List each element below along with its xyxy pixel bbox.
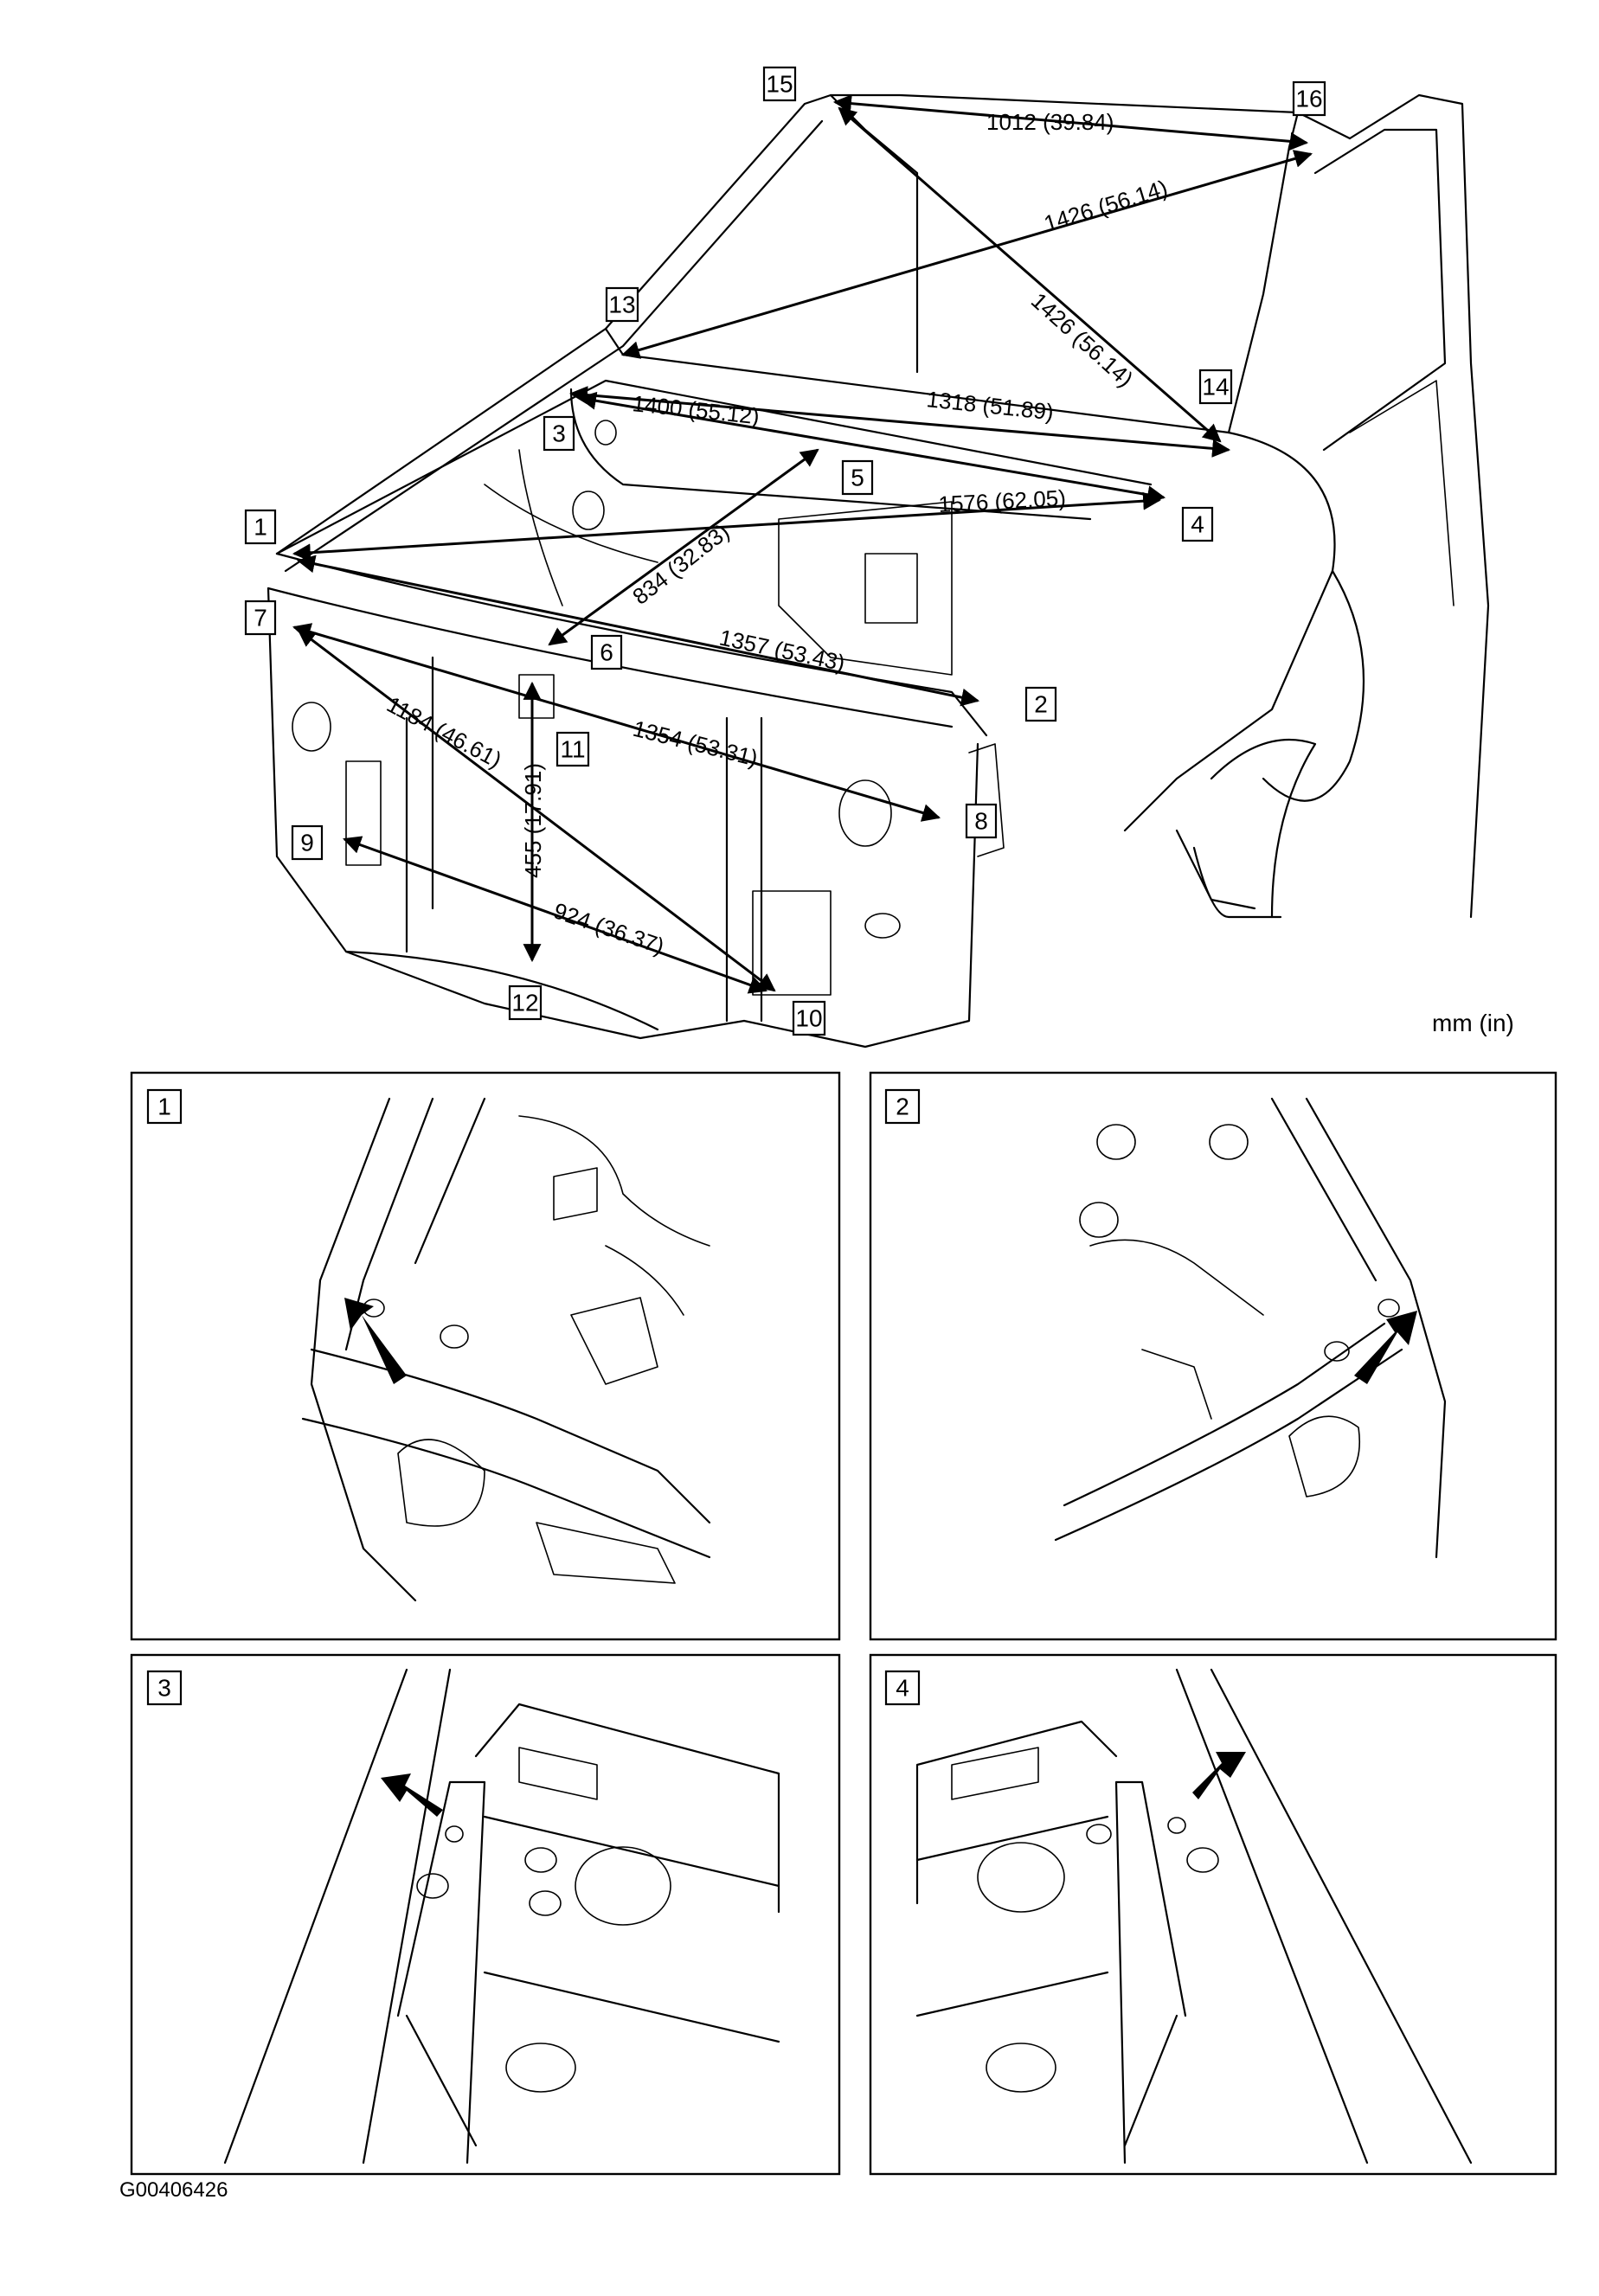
detail-panel-3-number: 3 bbox=[157, 1675, 171, 1702]
dim-7-8: 1354 (53.31) bbox=[631, 715, 761, 772]
dim-1-2: 1357 (53.43) bbox=[717, 625, 847, 677]
detail-panel-2-number: 2 bbox=[896, 1093, 909, 1120]
dim-9-10: 924 (36.37) bbox=[550, 897, 668, 959]
callout-4: 4 bbox=[1181, 506, 1214, 542]
detail-panel-2: 2 bbox=[869, 1071, 1557, 1641]
svg-text:1: 1 bbox=[254, 514, 267, 541]
dimension-labels: 1012 (39.84) 1426 (56.14) 1426 (56.14) 1… bbox=[382, 109, 1171, 959]
measurement-lines bbox=[292, 94, 1313, 994]
svg-text:16: 16 bbox=[1295, 86, 1322, 112]
callout-12: 12 bbox=[508, 984, 543, 1021]
svg-text:4: 4 bbox=[1191, 511, 1204, 538]
dim-15-14: 1426 (56.14) bbox=[1026, 287, 1139, 392]
svg-text:8: 8 bbox=[974, 808, 988, 835]
svg-text:9: 9 bbox=[300, 830, 314, 856]
vehicle-front-body-drawing bbox=[266, 93, 1490, 1049]
svg-text:15: 15 bbox=[766, 71, 793, 98]
callout-3: 3 bbox=[543, 415, 575, 452]
svg-text:13: 13 bbox=[608, 292, 635, 318]
svg-text:12: 12 bbox=[511, 990, 538, 1017]
dim-11-12: 455 (17.91) bbox=[520, 763, 546, 878]
callout-15: 15 bbox=[762, 66, 797, 102]
unit-label: mm (in) bbox=[1432, 1010, 1514, 1036]
svg-text:5: 5 bbox=[851, 465, 864, 491]
svg-text:2: 2 bbox=[1034, 691, 1048, 718]
callout-7: 7 bbox=[244, 600, 277, 636]
dim-15-16: 1012 (39.84) bbox=[986, 109, 1114, 135]
svg-text:10: 10 bbox=[795, 1005, 822, 1032]
callout-6: 6 bbox=[590, 634, 623, 670]
figure-code: G00406426 bbox=[119, 2178, 228, 2202]
svg-text:3: 3 bbox=[552, 420, 566, 447]
callout-5: 5 bbox=[841, 459, 874, 496]
callout-1: 1 bbox=[244, 509, 277, 545]
detail-panel-1-number: 1 bbox=[157, 1093, 171, 1120]
dim-1-4: 1576 (62.05) bbox=[938, 484, 1067, 517]
dim-13-4: 1400 (55.12) bbox=[631, 390, 761, 429]
detail-panel-4-number: 4 bbox=[896, 1675, 909, 1702]
callout-9: 9 bbox=[291, 824, 324, 861]
callout-8: 8 bbox=[965, 803, 998, 839]
callout-14: 14 bbox=[1198, 369, 1233, 405]
detail-panel-1: 1 bbox=[130, 1071, 841, 1641]
callout-13: 13 bbox=[605, 286, 639, 323]
svg-text:7: 7 bbox=[254, 605, 267, 632]
svg-text:6: 6 bbox=[600, 639, 613, 666]
dim-7-10: 1184 (46.61) bbox=[382, 691, 506, 773]
callout-10: 10 bbox=[792, 1000, 826, 1036]
detail-panel-3: 3 bbox=[130, 1653, 841, 2176]
svg-text:14: 14 bbox=[1202, 374, 1229, 401]
dim-13-16: 1426 (56.14) bbox=[1041, 175, 1171, 237]
callout-2: 2 bbox=[1024, 686, 1057, 722]
dim-3-14: 1318 (51.89) bbox=[925, 386, 1055, 425]
detail-panel-4: 4 bbox=[869, 1653, 1557, 2176]
callout-11: 11 bbox=[555, 731, 590, 767]
svg-text:11: 11 bbox=[560, 736, 585, 763]
callout-16: 16 bbox=[1292, 80, 1326, 117]
